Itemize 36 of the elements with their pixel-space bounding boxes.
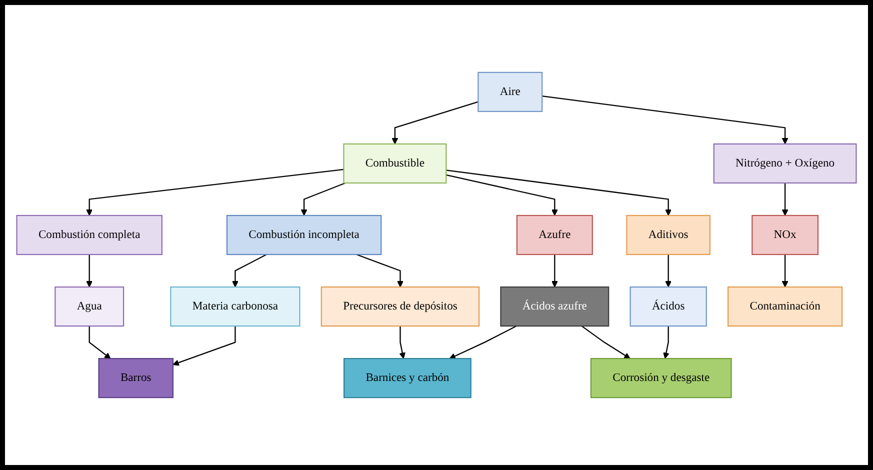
arrow [399, 326, 406, 359]
arrow [449, 326, 517, 360]
arrow [665, 254, 672, 288]
arrow [551, 254, 558, 288]
node-box: Aditivos [626, 214, 710, 256]
node-box: NOx [752, 214, 818, 256]
arrow [446, 174, 558, 216]
node-box: Azufre [516, 214, 593, 256]
node-box: Combustible [343, 143, 447, 184]
node-box: Combustión completa [16, 214, 162, 256]
node-box: Precursores de depósitos [320, 286, 480, 327]
node-box: Agua [54, 286, 124, 327]
node-box: Barnices y carbón [344, 358, 472, 398]
node-box: Combustión incompleta [226, 214, 382, 256]
arrow [542, 96, 788, 144]
node-box: Barros [98, 358, 174, 398]
node-box: Ácidos azufre [500, 286, 610, 327]
arrow [782, 182, 788, 216]
node-box: Ácidos [630, 286, 707, 327]
arrow [392, 101, 478, 144]
arrow [782, 254, 788, 288]
arrow [356, 254, 404, 288]
node-box: Aire [478, 72, 543, 112]
node-box: Contaminación [728, 286, 843, 327]
arrow [86, 254, 93, 288]
arrow [232, 254, 267, 288]
arrow [172, 326, 236, 366]
node-box: Corrosión y desgaste [590, 358, 732, 398]
arrow [300, 182, 346, 216]
node-box: Materia carbonosa [170, 286, 300, 327]
arrow [663, 326, 670, 359]
arrow [86, 168, 344, 216]
arrow [446, 170, 672, 216]
arrow [581, 326, 630, 359]
arrow [88, 326, 111, 359]
node-box: Nitrógeno + Oxígeno [713, 143, 857, 184]
